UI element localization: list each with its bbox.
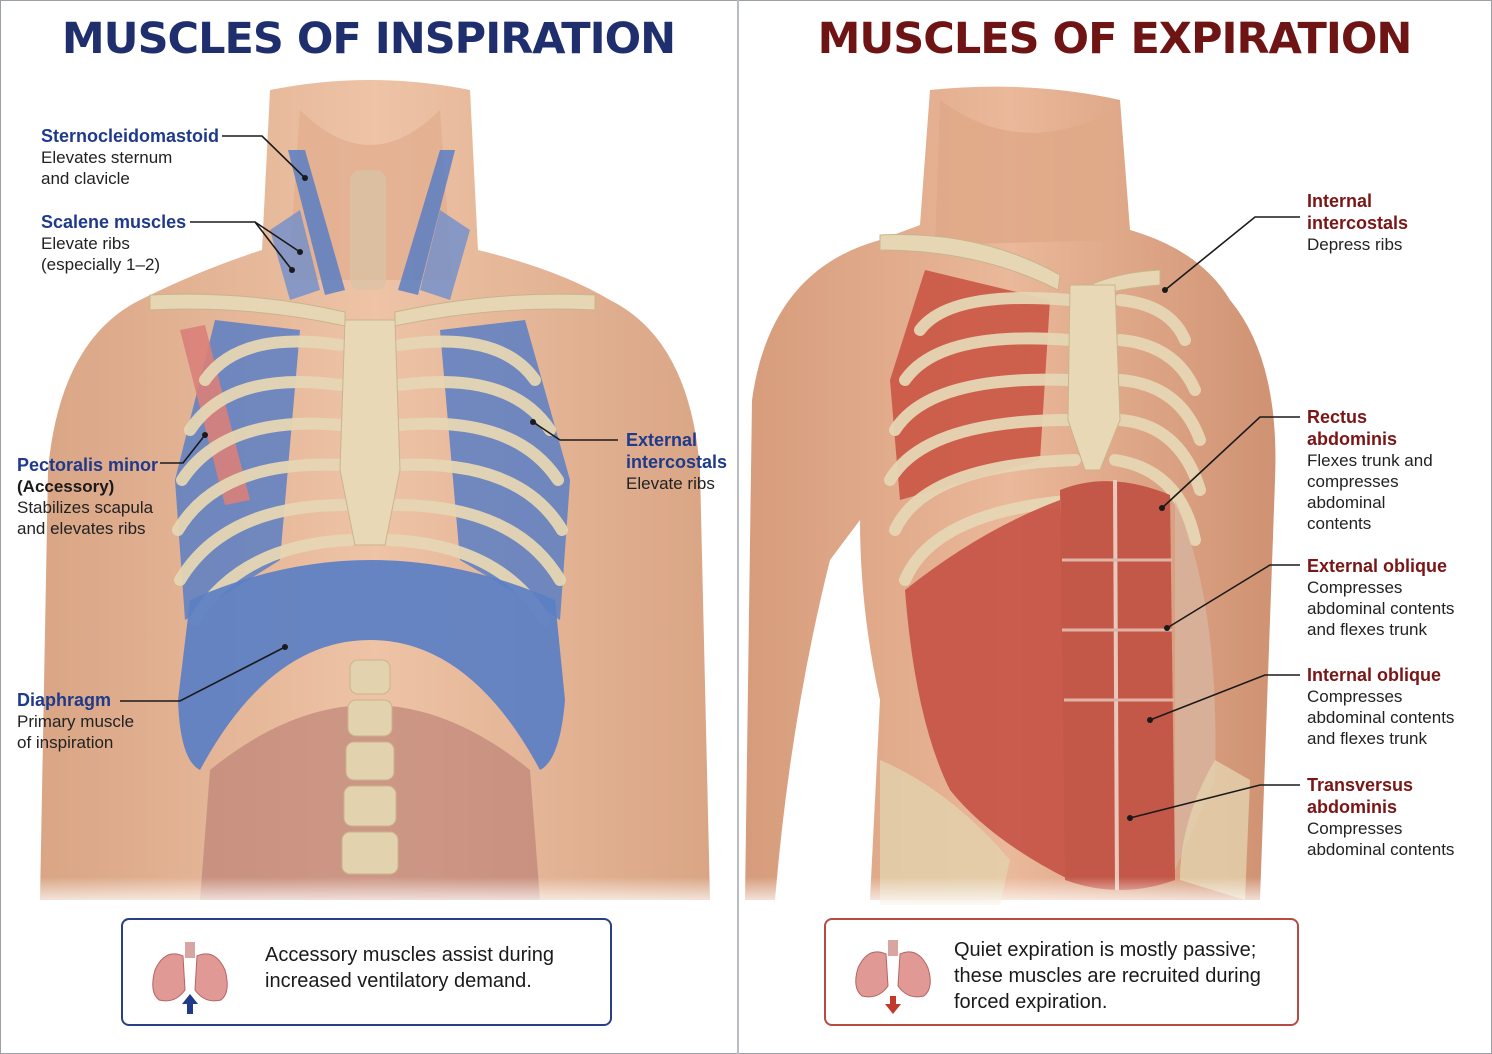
label-desc: Elevate ribs (especially 1–2) bbox=[41, 234, 161, 274]
expiration-torso bbox=[745, 86, 1290, 910]
label-desc: Elevates sternum and clavicle bbox=[41, 148, 173, 188]
expiration-note-box: Quiet expiration is mostly passive; thes… bbox=[824, 918, 1299, 1026]
label-desc: Elevate ribs bbox=[626, 474, 715, 493]
label-scalene-muscles: Scalene muscles Elevate ribs (especially… bbox=[41, 211, 186, 275]
inspiration-torso bbox=[30, 80, 720, 910]
label-desc: Compresses abdominal contents bbox=[1307, 819, 1455, 859]
label-external-oblique: External oblique Compresses abdominal co… bbox=[1307, 555, 1454, 640]
label-pectoralis-minor: Pectoralis minor (Accessory) Stabilizes … bbox=[17, 454, 158, 539]
inspiration-note-text: Accessory muscles assist during increase… bbox=[265, 944, 554, 992]
leader-internal-oblique bbox=[1149, 674, 1300, 721]
label-rectus-abdominis: Rectus abdominis Flexes trunk and compre… bbox=[1307, 406, 1433, 534]
label-sternocleidomastoid: Sternocleidomastoid Elevates sternum and… bbox=[41, 125, 219, 189]
label-diaphragm: Diaphragm Primary muscle of inspiration bbox=[17, 689, 134, 753]
label-desc: Primary muscle of inspiration bbox=[17, 712, 135, 752]
label-accessory-tag: (Accessory) bbox=[17, 477, 115, 496]
leader-sternocleidomastoid bbox=[222, 135, 306, 179]
label-internal-oblique: Internal oblique Compresses abdominal co… bbox=[1307, 664, 1454, 749]
label-desc: Stabilizes scapula and elevates ribs bbox=[17, 498, 154, 538]
label-name: Scalene muscles bbox=[41, 212, 187, 232]
lungs-down-arrow-icon bbox=[855, 940, 931, 1014]
label-desc: Compresses abdominal contents and flexes… bbox=[1307, 687, 1455, 748]
expiration-note-text: Quiet expiration is mostly passive; thes… bbox=[954, 939, 1261, 1013]
leader-internal-intercostals bbox=[1164, 216, 1300, 291]
lungs-up-arrow-icon bbox=[152, 942, 228, 1014]
label-internal-intercostals: Internal intercostals Depress ribs bbox=[1307, 190, 1408, 255]
expiration-title: MUSCLES OF EXPIRATION bbox=[817, 14, 1413, 64]
label-name: Pectoralis minor bbox=[17, 455, 159, 475]
label-name: Internal intercostals bbox=[1307, 191, 1409, 233]
label-desc: Flexes trunk and compresses abdominal co… bbox=[1307, 451, 1433, 533]
label-desc: Depress ribs bbox=[1307, 235, 1403, 254]
label-name: External oblique bbox=[1307, 556, 1448, 576]
leader-pectoralis-minor bbox=[160, 434, 206, 464]
label-name: Internal oblique bbox=[1307, 665, 1442, 685]
label-external-intercostals: External intercostals Elevate ribs bbox=[626, 429, 727, 494]
leader-scalene-2 bbox=[254, 221, 293, 271]
label-desc: Compresses abdominal contents and flexes… bbox=[1307, 578, 1455, 639]
label-name: Diaphragm bbox=[17, 690, 112, 710]
inspiration-note-box: Accessory muscles assist during increase… bbox=[121, 918, 612, 1026]
leader-transversus-abdominis bbox=[1129, 784, 1300, 819]
leader-external-oblique bbox=[1166, 564, 1300, 629]
leader-diaphragm bbox=[120, 646, 286, 702]
leader-lines bbox=[120, 135, 1300, 819]
panel-divider bbox=[737, 0, 739, 1054]
label-transversus-abdominis: Transversus abdominis Compresses abdomin… bbox=[1307, 774, 1454, 860]
leader-external-intercostals bbox=[532, 421, 618, 441]
leader-dots bbox=[202, 175, 1170, 821]
leader-rectus-abdominis bbox=[1161, 416, 1300, 509]
inspiration-title: MUSCLES OF INSPIRATION bbox=[61, 14, 676, 64]
label-name: External intercostals bbox=[626, 430, 728, 472]
label-name: Sternocleidomastoid bbox=[41, 126, 220, 146]
label-name: Rectus abdominis bbox=[1307, 407, 1398, 449]
label-name: Transversus abdominis bbox=[1307, 775, 1414, 817]
